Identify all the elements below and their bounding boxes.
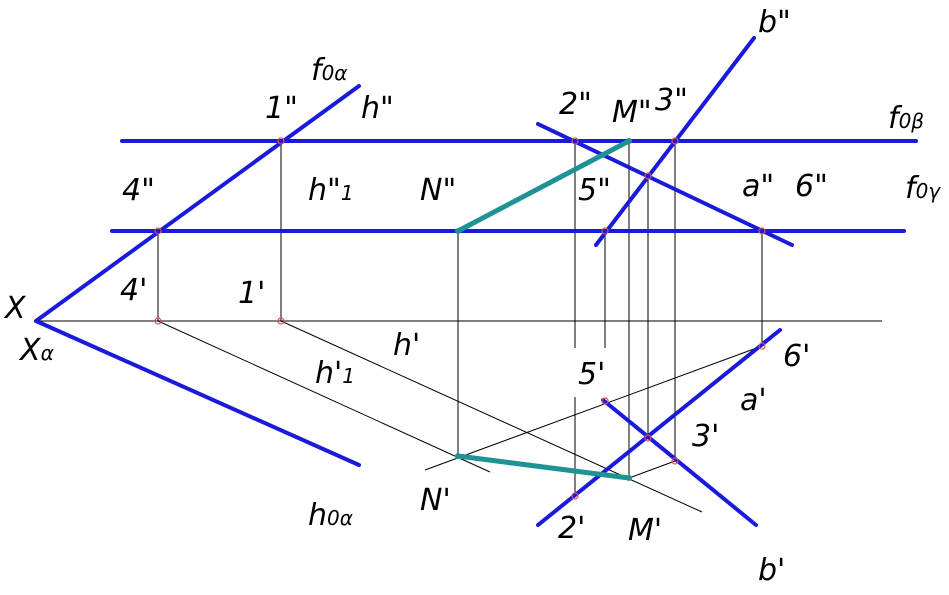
point-3-horizontal bbox=[671, 457, 679, 465]
label-h1-horizontal: h'1 bbox=[315, 356, 355, 391]
point-6-frontal bbox=[758, 227, 766, 235]
label-a-frontal: a" bbox=[742, 169, 774, 204]
label-2-horizontal: 2' bbox=[558, 511, 585, 546]
label-h-horizontal: h' bbox=[393, 328, 420, 363]
a-horizontal-line bbox=[536, 328, 782, 527]
point-N-horizontal bbox=[455, 453, 461, 459]
segment-endpoints bbox=[455, 138, 632, 481]
label-6-frontal: 6" bbox=[795, 169, 828, 204]
line-3-M-horizontal bbox=[628, 460, 676, 479]
point-M-horizontal bbox=[626, 475, 632, 481]
label-1-frontal: 1" bbox=[265, 91, 298, 126]
point-6-horizontal bbox=[758, 342, 766, 350]
point-N-frontal bbox=[455, 228, 461, 234]
h1-horizontal-projection bbox=[157, 320, 491, 473]
point-4-frontal bbox=[154, 227, 162, 235]
point-ab-frontal bbox=[644, 172, 652, 180]
point-4-horizontal bbox=[154, 317, 162, 325]
label-h0a: h0α bbox=[308, 498, 353, 533]
h-horizontal-projection bbox=[280, 320, 703, 513]
point-3-frontal bbox=[671, 137, 679, 145]
label-5-horizontal: 5' bbox=[578, 357, 605, 392]
label-h1-frontal: h"1 bbox=[308, 173, 354, 208]
segment-MN-frontal bbox=[455, 138, 632, 234]
segment-MN-horizontal bbox=[455, 453, 632, 481]
label-6-horizontal: 6' bbox=[783, 339, 810, 374]
point-M-frontal bbox=[626, 138, 632, 144]
point-2-frontal bbox=[571, 137, 579, 145]
label-5-frontal: 5" bbox=[578, 173, 611, 208]
b-frontal-line bbox=[594, 36, 756, 247]
main-lines bbox=[34, 36, 918, 527]
point-5-horizontal bbox=[601, 397, 609, 405]
label-N-horizontal: N' bbox=[420, 483, 451, 518]
point-ab-horizontal bbox=[644, 434, 652, 442]
label-M-frontal: M" bbox=[612, 95, 652, 130]
label-3-frontal: 3" bbox=[655, 83, 688, 118]
label-b-frontal: b" bbox=[758, 5, 791, 40]
label-1-horizontal: 1' bbox=[238, 276, 265, 311]
label-f0g: f0γ bbox=[905, 171, 941, 206]
point-5-frontal bbox=[601, 227, 609, 235]
line-6-N-horizontal bbox=[424, 345, 763, 471]
construction-lines bbox=[36, 141, 882, 513]
label-N-frontal: N" bbox=[420, 173, 456, 208]
segment-MN bbox=[455, 138, 632, 481]
b-horizontal-line bbox=[601, 398, 758, 527]
label-a-horizontal: a' bbox=[740, 383, 767, 418]
label-f0a: f0α bbox=[311, 53, 347, 88]
label-h-frontal: h" bbox=[361, 91, 394, 126]
point-1-horizontal bbox=[277, 317, 285, 325]
label-x-axis: X bbox=[3, 291, 27, 326]
point-1-frontal bbox=[277, 137, 285, 145]
label-M-horizontal: M' bbox=[628, 513, 662, 548]
a-frontal-line bbox=[536, 122, 794, 247]
point-2-horizontal bbox=[571, 492, 579, 500]
f0a-trace bbox=[34, 84, 361, 323]
label-2-frontal: 2" bbox=[559, 87, 592, 122]
label-4-frontal: 4" bbox=[122, 173, 155, 208]
label-3-horizontal: 3' bbox=[692, 419, 719, 454]
intersection-points bbox=[154, 137, 766, 500]
label-b-horizontal: b' bbox=[758, 553, 785, 588]
h0a-trace bbox=[34, 319, 361, 467]
label-4-horizontal: 4' bbox=[120, 273, 147, 308]
label-f0b: f0β bbox=[888, 101, 924, 136]
label-x-alpha: Xα bbox=[18, 333, 54, 368]
